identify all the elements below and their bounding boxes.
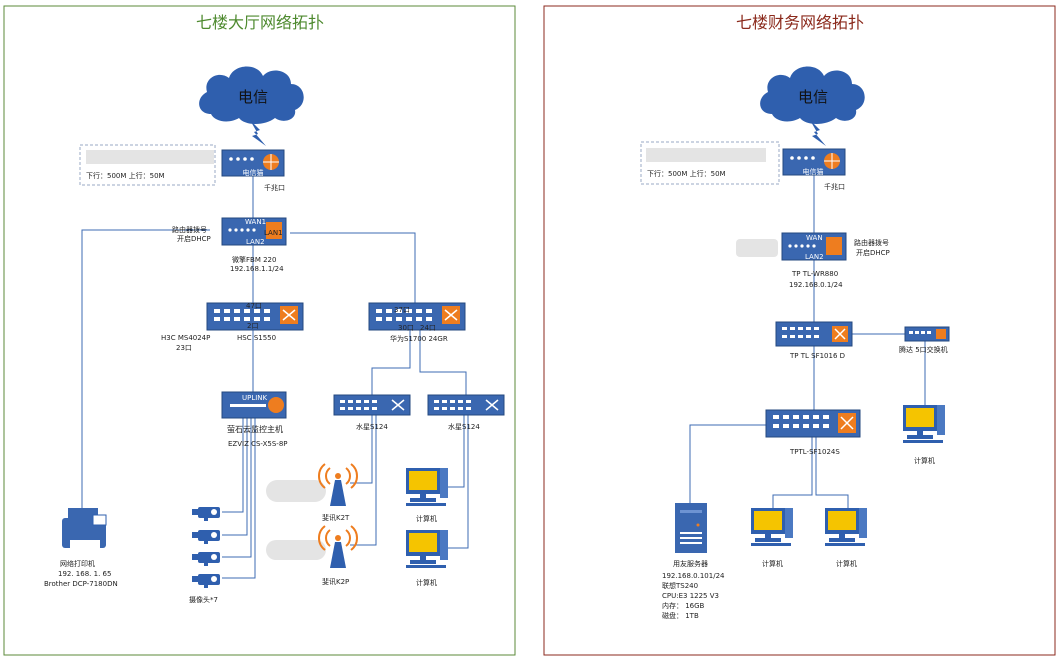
right-title: 七楼财务网络拓扑 [736, 13, 864, 32]
left-frame [3, 5, 516, 656]
right-pc2-label: 计算机 [836, 559, 857, 568]
right-wires [689, 175, 926, 508]
left-h3c-port-bottom: 2口 [247, 322, 258, 330]
right-isp-modem-label: 电信猫 [803, 167, 824, 176]
left-router [221, 217, 287, 246]
left-ap2-label: 斐讯K2P [322, 577, 349, 586]
left-router-lan1: LAN1 [264, 229, 283, 237]
left-isp-modem [221, 149, 285, 177]
right-router-note2: 开启DHCP [856, 248, 890, 257]
left-mercury-switch-1 [333, 394, 411, 416]
right-isp-modem [782, 148, 846, 176]
right-server-label4: CPU:E3 1225 V3 [662, 592, 719, 600]
left-nvr-model: EZVIZ CS-X5S-8P [228, 440, 288, 448]
right-server-label3: 联想TS240 [662, 581, 698, 590]
wireless-ap-k2t-icon [318, 463, 358, 507]
right-router-lan2: LAN2 [805, 253, 824, 261]
right-router-name: TP TL-WR880 [791, 270, 838, 278]
left-wires [81, 175, 469, 579]
left-h3c-label1: H3C MS4024P [161, 334, 210, 342]
left-h3c-port-top: 47口 [246, 302, 262, 310]
left-bandwidth-text: 下行：500M 上行：50M [86, 171, 165, 180]
left-mercury-switch-1-label: 水星S124 [356, 422, 388, 431]
left-cloud-label: 电信 [238, 88, 268, 106]
left-router-lan2: LAN2 [246, 238, 265, 246]
left-huawei-port-b1: 30口 [398, 324, 414, 332]
blurred-area-2 [266, 540, 326, 560]
left-huawei-port-b2: 24口 [420, 324, 436, 332]
router-arrows-icon [826, 237, 842, 255]
left-router-wan1: WAN1 [245, 218, 266, 226]
left-h3c-label2: 23口 [176, 344, 192, 352]
left-huawei-port-top: 37口 [394, 306, 410, 314]
right-computer-2-icon [825, 508, 867, 546]
left-computer-1-icon [406, 468, 448, 506]
blurred-ip-area [86, 150, 214, 164]
left-mercury-switch-2 [427, 394, 505, 416]
left-huawei-switch [368, 302, 466, 331]
left-printer-label2: 192. 168. 1. 65 [58, 570, 111, 578]
right-pc1-label: 计算机 [762, 559, 783, 568]
right-server-label6: 磁盘： 1TB [662, 611, 699, 620]
camera-icon [192, 574, 220, 588]
left-router-ip: 192.168.1.1/24 [230, 265, 284, 273]
right-router-note1: 路由器拨号 [854, 238, 889, 247]
left-nvr-device [221, 391, 287, 419]
right-secondary-switch-label: TPTL-SF1024S [789, 448, 840, 456]
left-huawei-name: 华为S1700 24GR [390, 334, 448, 343]
left-ap1-label: 斐讯K2T [322, 513, 350, 522]
right-server-label5: 内存： 16GB [662, 601, 705, 610]
camera-icon [192, 530, 220, 544]
blurred-area-1 [266, 480, 326, 502]
left-h3c-switch [206, 302, 304, 331]
left-nvr-uplink: UPLINK [242, 394, 268, 402]
left-h3c-name: HSC S1550 [237, 334, 276, 342]
left-bandwidth-box [79, 144, 216, 186]
right-cloud-label: 电信 [798, 88, 828, 106]
left-nvr-name: 萤石云监控主机 [227, 424, 283, 434]
left-router-name: 微擎FBM 220 [232, 255, 276, 264]
left-camera-label: 摄像头*7 [189, 595, 218, 604]
network-printer-icon [62, 508, 107, 548]
right-tenda-switch [904, 326, 950, 342]
camera-icon [192, 552, 220, 566]
left-computer-2-icon [406, 530, 448, 568]
nvr-logo-icon [268, 397, 284, 413]
right-server-label2: 192.168.0.101/24 [662, 572, 725, 580]
left-router-note1: 路由器拨号 [172, 225, 207, 234]
camera-icon [192, 507, 220, 521]
blurred-ip-area [646, 148, 766, 162]
server-icon [675, 503, 707, 553]
left-gigabit-port: 千兆口 [264, 183, 285, 192]
right-computer-1-icon [751, 508, 793, 546]
left-printer-label3: Brother DCP-7180DN [44, 580, 118, 588]
left-pc1-label: 计算机 [416, 514, 437, 523]
blurred-area-3 [736, 239, 778, 257]
right-main-switch-label: TP TL SF1016 D [789, 352, 845, 360]
left-printer-label1: 网络打印机 [60, 559, 95, 568]
right-router [781, 232, 847, 261]
left-pc2-label: 计算机 [416, 578, 437, 587]
left-title: 七楼大厅网络拓扑 [196, 13, 324, 32]
right-router-wan: WAN [806, 234, 823, 242]
right-bandwidth-text: 下行：500M 上行：50M [647, 169, 726, 178]
right-secondary-switch [765, 409, 861, 438]
router-arrows-icon [266, 222, 282, 239]
right-server-label1: 用友服务器 [673, 559, 708, 568]
right-frame [543, 5, 1056, 656]
right-tenda-switch-label: 腾达 5口交换机 [899, 345, 948, 354]
right-router-ip: 192.168.0.1/24 [789, 281, 843, 289]
right-pc3-label: 计算机 [914, 456, 935, 465]
left-router-note2: 开启DHCP [177, 234, 211, 243]
left-isp-modem-label: 电信猫 [243, 168, 264, 177]
right-computer-3-icon [903, 405, 945, 443]
right-main-switch [775, 321, 853, 347]
left-mercury-switch-2-label: 水星S124 [448, 422, 480, 431]
right-gigabit-port: 千兆口 [824, 182, 845, 191]
